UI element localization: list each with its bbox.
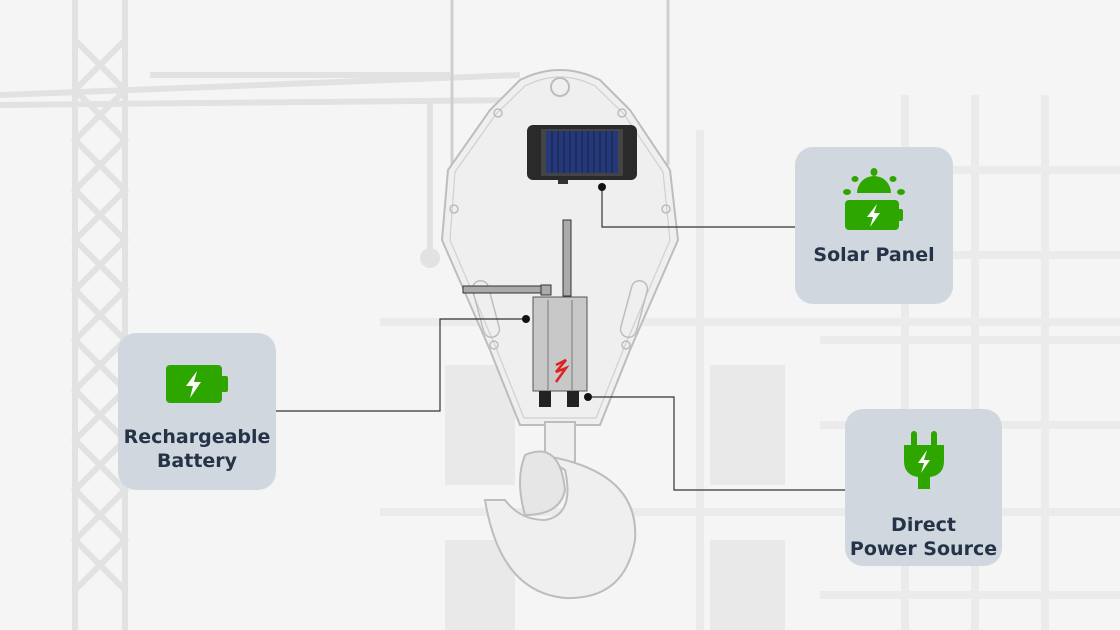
rechargeable-battery-card: Rechargeable Battery bbox=[118, 333, 276, 490]
power-label-line2: Power Source bbox=[849, 538, 998, 560]
direct-power-card: Direct Power Source bbox=[845, 409, 1002, 566]
battery-connector-dot bbox=[522, 315, 530, 323]
tracker-device bbox=[462, 219, 588, 407]
solar-connector-dot bbox=[598, 183, 606, 191]
solar-battery-icon bbox=[843, 168, 905, 230]
solar-panel-device bbox=[527, 125, 637, 184]
battery-label-line1: Rechargeable bbox=[123, 426, 271, 448]
crane-weight bbox=[420, 248, 440, 268]
hook bbox=[483, 421, 637, 600]
battery-label-line2: Battery bbox=[156, 450, 238, 472]
connector-lines bbox=[276, 187, 845, 491]
solar-panel-card: Solar Panel bbox=[795, 147, 953, 304]
power-connector-dot bbox=[584, 393, 592, 401]
battery-charging-icon bbox=[166, 365, 228, 403]
hook-cables bbox=[450, 0, 670, 165]
power-label-line1: Direct bbox=[891, 514, 956, 536]
plug-icon bbox=[903, 431, 944, 489]
background-crane bbox=[0, 0, 521, 630]
solar-panel-label: Solar Panel bbox=[813, 244, 935, 266]
